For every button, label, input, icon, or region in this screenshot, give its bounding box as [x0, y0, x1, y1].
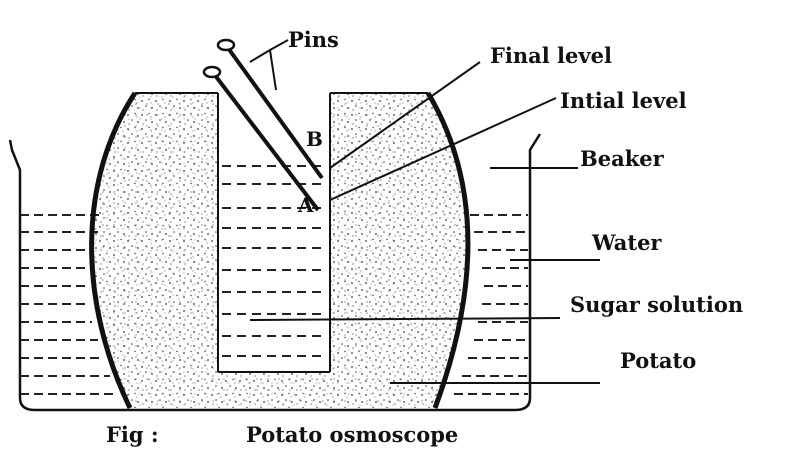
pin-upper — [226, 46, 324, 180]
label-beaker: Beaker — [580, 146, 665, 171]
sugar-solution-lines — [222, 165, 326, 357]
pin-lower-head — [202, 65, 222, 79]
label-point-a: A — [297, 193, 314, 217]
water-lines — [20, 214, 528, 395]
leader-lines — [249, 39, 600, 384]
label-water: Water — [591, 230, 662, 255]
label-pins: Pins — [288, 27, 339, 52]
pin-upper-head — [216, 38, 236, 52]
label-potato: Potato — [620, 348, 696, 373]
potato-left-edge — [89, 91, 138, 410]
pins — [202, 38, 324, 212]
label-sugar-solution: Sugar solution — [570, 292, 743, 317]
caption-prefix: Fig : — [106, 422, 159, 447]
label-final-level: Final level — [490, 43, 612, 68]
caption-title: Potato osmoscope — [246, 422, 458, 447]
potato-texture — [92, 93, 468, 408]
potato-right-edge — [425, 91, 471, 409]
label-initial-level: Intial level — [560, 88, 687, 113]
pin-lower — [212, 72, 320, 212]
label-point-b: B — [306, 127, 323, 151]
potato-cavity — [217, 93, 331, 373]
beaker — [8, 133, 542, 412]
